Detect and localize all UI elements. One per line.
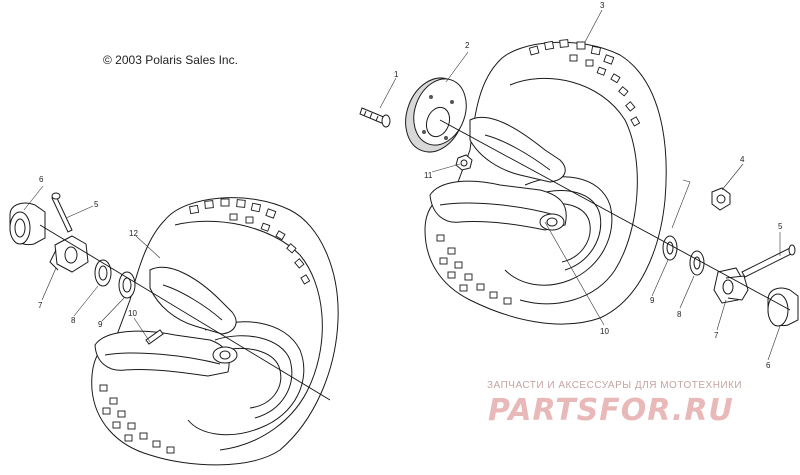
- part-5-cotter-pin-right: [741, 244, 796, 278]
- part-4-washer: [671, 179, 731, 229]
- part-6-dust-cap-right: [767, 287, 799, 327]
- callout-9-right: 9: [650, 296, 655, 305]
- callout-8-left: 8: [71, 316, 76, 325]
- callout-10-right: 10: [600, 327, 609, 336]
- callout-9-left: 9: [98, 320, 103, 329]
- callout-12: 12: [129, 229, 138, 238]
- callout-10-left: 10: [128, 309, 137, 318]
- callout-6-right: 6: [766, 361, 771, 370]
- part-8-washer-right: [689, 250, 705, 276]
- callout-11: 11: [424, 171, 433, 180]
- callout-numbers: 1 2 3 4 5 6 7 8 9 10 11 5 6 7 8 9 10 12: [38, 1, 783, 370]
- part-7-castle-nut-right: [713, 267, 749, 304]
- callout-leaders: [23, 9, 781, 361]
- left-assembly-axis: [39, 224, 331, 401]
- callout-6-left: 6: [39, 175, 44, 184]
- part-6-dust-cap-left: [9, 202, 46, 246]
- left-tire: [91, 197, 339, 466]
- part-7-castle-nut-left: [49, 235, 89, 273]
- right-tire: [424, 39, 667, 325]
- part-1-wheel-stud: [359, 107, 391, 128]
- part-8-washer-left: [94, 259, 112, 287]
- callout-5-right: 5: [778, 222, 783, 231]
- part-10-stud-left: [145, 329, 164, 345]
- callout-3: 3: [600, 1, 605, 10]
- callout-2: 2: [465, 41, 470, 50]
- copyright-notice: © 2003 Polaris Sales Inc.: [103, 53, 238, 67]
- part-5-cotter-pin-left: [51, 192, 73, 233]
- watermark-tagline: ЗАПЧАСТИ И АКСЕССУАРЫ ДЛЯ МОТОТЕХНИКИ: [487, 380, 743, 391]
- callout-4: 4: [740, 155, 745, 164]
- part-9-washer-right: [662, 235, 678, 261]
- left-wheel-hub-area: [212, 346, 238, 364]
- callout-1: 1: [394, 70, 399, 79]
- part-2-hub-flange: [405, 77, 467, 153]
- callout-5-left: 5: [94, 200, 99, 209]
- callout-7-right: 7: [714, 331, 719, 340]
- callout-7-left: 7: [38, 301, 43, 310]
- callout-8-right: 8: [677, 310, 682, 319]
- part-9-washer-left: [118, 271, 136, 299]
- right-wheel-hub-area: [539, 213, 565, 231]
- watermark-logo: PARTSFOR.RU: [488, 393, 734, 428]
- right-assembly-axis: [439, 119, 791, 311]
